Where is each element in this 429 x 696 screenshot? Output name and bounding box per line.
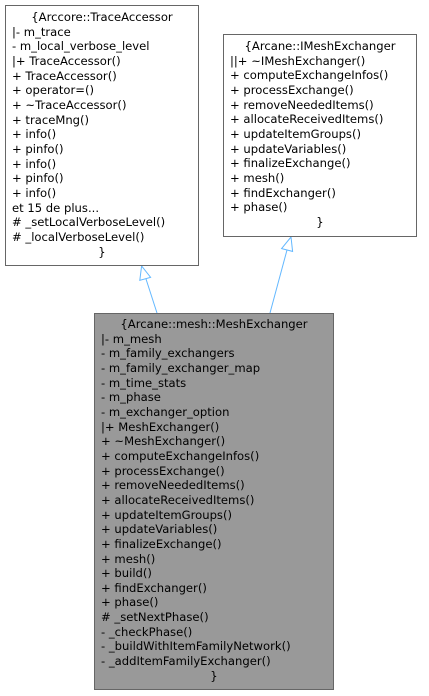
class-member: + findExchanger() [230, 185, 336, 200]
class-close-brace: } [98, 244, 106, 259]
class-node-imesh-exchanger[interactable]: {Arcane::IMeshExchanger ||+ ~IMeshExchan… [223, 34, 417, 237]
class-member: - m_local_verbose_level [12, 39, 150, 54]
class-member: + build() [101, 566, 152, 581]
class-title: {Arccore::TraceAccessor [31, 10, 173, 24]
class-member: |- m_trace [12, 24, 71, 39]
class-member: - m_family_exchanger_map [101, 360, 261, 375]
class-member: + info() [12, 156, 57, 171]
more-members-link[interactable]: et 15 de plus... [12, 200, 100, 215]
class-member: + removeNeededItems() [101, 478, 245, 493]
class-member: - _checkPhase() [101, 624, 193, 639]
class-title: {Arcane::IMeshExchanger [244, 39, 396, 53]
class-title: {Arcane::mesh::MeshExchanger [120, 317, 308, 331]
class-member: + computeExchangeInfos() [230, 68, 389, 83]
class-member: + finalizeExchange() [101, 536, 222, 551]
class-member: + TraceAccessor() [12, 68, 117, 83]
class-member: + ~TraceAccessor() [12, 97, 127, 112]
edge-meshexchanger-to-traceaccessor [139, 264, 158, 314]
class-member: - m_family_exchangers [101, 346, 235, 361]
class-member: + updateItemGroups() [101, 507, 233, 522]
class-member: + removeNeededItems() [230, 97, 374, 112]
class-member: # _localVerboseLevel() [12, 229, 145, 244]
class-member: - _buildWithItemFamilyNetwork() [101, 639, 291, 654]
class-member: - m_time_stats [101, 375, 187, 390]
class-member: + finalizeExchange() [230, 156, 351, 171]
class-member: + updateVariables() [230, 141, 347, 156]
class-member: + updateVariables() [101, 522, 218, 537]
class-member: + pinfo() [12, 171, 64, 186]
class-member: + updateItemGroups() [230, 126, 362, 141]
class-member: + info() [12, 127, 57, 142]
edge-meshexchanger-to-imeshexchanger [269, 235, 294, 314]
class-member: + computeExchangeInfos() [101, 448, 260, 463]
class-member: |+ MeshExchanger() [101, 419, 220, 434]
class-member: + allocateReceivedItems() [230, 112, 384, 127]
class-node-trace-accessor[interactable]: {Arccore::TraceAccessor |- m_trace - m_l… [5, 5, 199, 266]
class-member: ||+ ~IMeshExchanger() [230, 53, 366, 68]
class-member: + pinfo() [12, 141, 64, 156]
class-member: + traceMng() [12, 112, 90, 127]
class-close-brace: } [316, 214, 324, 229]
class-member: + mesh() [101, 551, 156, 566]
class-member: # _setNextPhase() [101, 610, 209, 625]
class-member: + phase() [101, 595, 159, 610]
class-member: - _addItemFamilyExchanger() [101, 654, 271, 669]
class-node-mesh-exchanger[interactable]: {Arcane::mesh::MeshExchanger |- m_mesh -… [94, 313, 334, 690]
class-member: |- m_mesh [101, 331, 162, 346]
class-member: + info() [12, 185, 57, 200]
class-member: + phase() [230, 200, 288, 215]
class-member: + allocateReceivedItems() [101, 492, 255, 507]
class-member: - m_phase [101, 390, 161, 405]
class-close-brace: } [210, 668, 218, 683]
class-member: + processExchange() [230, 82, 354, 97]
class-member: + processExchange() [101, 463, 225, 478]
class-member: + operator=() [12, 83, 95, 98]
class-member: |+ TraceAccessor() [12, 53, 121, 68]
class-member: - m_exchanger_option [101, 404, 230, 419]
class-member: + mesh() [230, 170, 285, 185]
class-member: # _setLocalVerboseLevel() [12, 215, 166, 230]
class-member: + ~MeshExchanger() [101, 434, 226, 449]
class-member: + findExchanger() [101, 580, 207, 595]
